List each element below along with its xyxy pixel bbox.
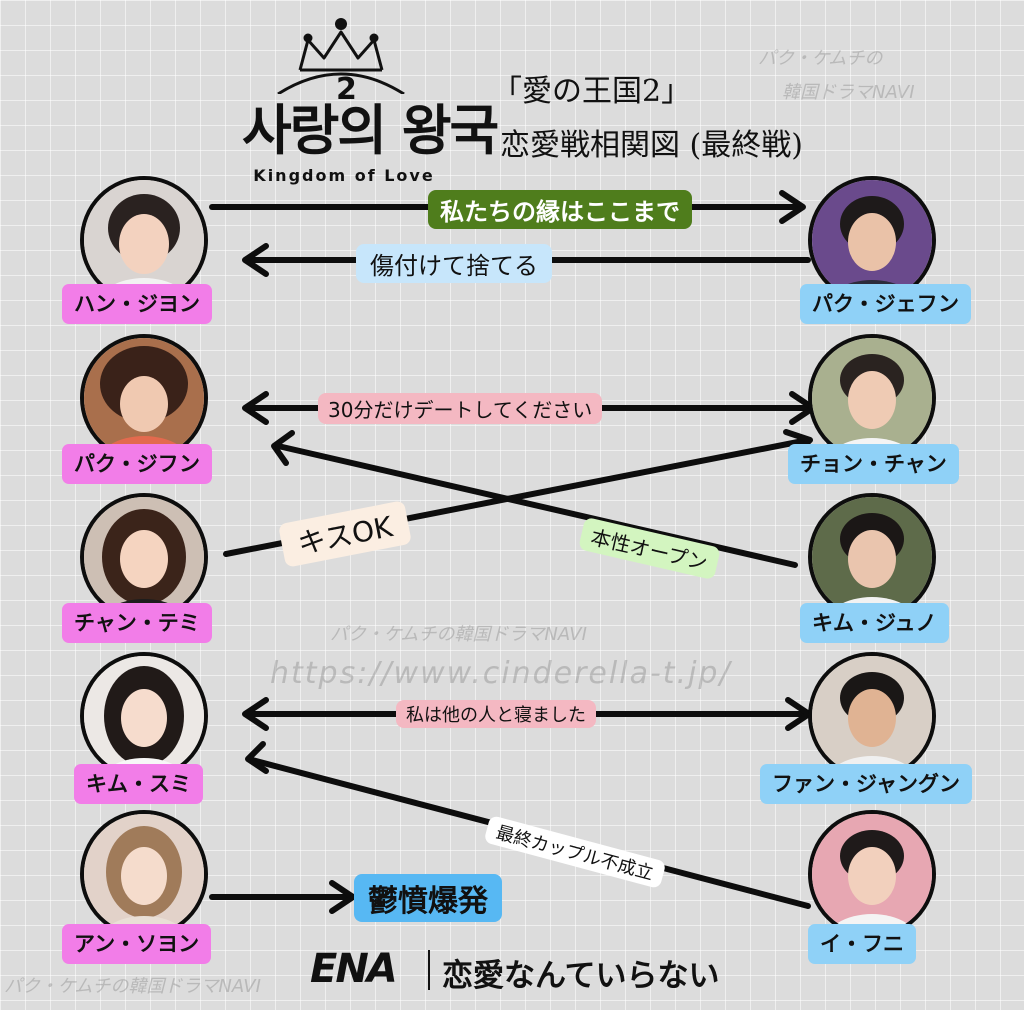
relation-label-slept: 私は他の人と寝ました	[396, 700, 596, 728]
watermark-bottom: パク・ケムチの韓国ドラマNAVI	[4, 976, 261, 997]
arrow-head	[242, 243, 269, 277]
name-label-hwang-janggun: ファン・ジャングン	[760, 764, 972, 804]
avatar-jeong-chan	[808, 334, 936, 462]
avatar-kim-sumi	[80, 652, 208, 780]
show-logo: 사랑의 왕국 2 Kingdom of Love	[238, 14, 499, 189]
name-label-ahn-soyeon: アン・ソヨン	[62, 924, 212, 964]
name-label-jang-taemi: チャン・テミ	[62, 603, 212, 643]
chart-title-line2: 恋愛戦相関図 (最終戦)	[500, 128, 803, 163]
relation-label-date: 30分だけデートしてください	[318, 393, 603, 424]
avatar-kim-junho	[808, 493, 936, 621]
logo-korean-title: 사랑의 왕국	[242, 99, 499, 162]
name-label-park-jihoon: パク・ジフン	[62, 444, 212, 484]
name-label-kim-sumi: キム・スミ	[74, 764, 203, 804]
avatar-lee-huni	[808, 810, 936, 938]
name-label-jeong-chan: チョン・チャン	[788, 444, 959, 484]
network-logo: ENA	[310, 946, 398, 992]
arrow-head	[242, 697, 269, 731]
footer-show-title: 恋愛なんていらない	[442, 958, 720, 994]
arrow-head	[245, 741, 269, 774]
avatar-park-jihoon	[80, 334, 208, 462]
relation-label-breakup: 私たちの縁はここまで	[428, 190, 692, 229]
arrow-head	[779, 190, 806, 224]
watermark-url: https://www.cinderella-t.jp/	[270, 656, 732, 691]
crown-icon	[277, 18, 405, 94]
arrow-head	[329, 880, 356, 914]
watermark-middle: パク・ケムチの韓国ドラマNAVI	[330, 624, 587, 645]
footer-divider	[428, 950, 430, 990]
watermark-top-line2: 韓国ドラマNAVI	[782, 82, 915, 103]
avatar-hwang-janggun	[808, 652, 936, 780]
name-label-han-jiyeon: ハン・ジヨン	[62, 284, 212, 324]
name-label-park-jaehoon: パク・ジェフン	[800, 284, 971, 324]
arrow-head	[271, 430, 295, 466]
name-label-kim-junho: キム・ジュノ	[800, 603, 949, 643]
chart-title-line1: 「愛の王国2」	[492, 74, 692, 109]
relation-label-outburst: 鬱憤爆発	[354, 874, 502, 922]
logo-english-title: Kingdom of Love	[253, 166, 435, 185]
avatar-ahn-soyeon	[80, 810, 208, 938]
avatar-jang-taemi	[80, 493, 208, 621]
watermark-top-line1: パク・ケムチの	[758, 48, 883, 69]
arrow-head	[242, 391, 269, 425]
logo-season-number: 2	[336, 72, 357, 107]
relation-label-hurt: 傷付けて捨てる	[356, 244, 552, 283]
name-label-lee-huni: イ・フニ	[808, 924, 916, 964]
